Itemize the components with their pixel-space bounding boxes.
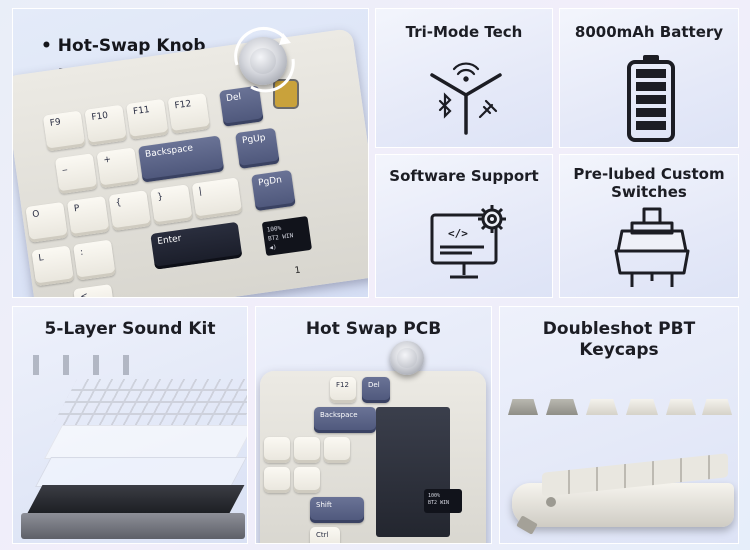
keyboard-side-view [512, 453, 734, 535]
switches-panel: Pre-lubed Custom Switches [559, 154, 739, 298]
switches-title-text: Pre-lubed Custom Switches [573, 165, 725, 201]
lcd-screen: 100% BT2 WIN ◀) [261, 216, 313, 257]
layer-plate-top [52, 379, 247, 425]
pcb-lcd-line-2: BT2 WIN [428, 500, 450, 506]
key-plus: + [96, 147, 140, 189]
layer-case [21, 513, 245, 539]
side-knob-dot [546, 497, 556, 507]
pcb-title: Hot Swap PCB [305, 319, 442, 339]
key-p: P [66, 196, 110, 237]
knob-lcd-panel: Hot-Swap Knob LCD Screen F9 F10 F11 F12 … [12, 8, 369, 298]
key-pgup: PgUp [235, 127, 280, 169]
stabilizer-bits [33, 355, 153, 375]
pcb-key-r3 [324, 437, 350, 463]
keycap-row [506, 399, 734, 419]
keyboard-body: F9 F10 F11 F12 Del _ + Backspace PgUp O … [13, 28, 368, 297]
battery-title: 8000mAh Battery [574, 23, 724, 41]
keycap-2 [546, 399, 578, 415]
battery-icon [627, 55, 675, 142]
pcb-knob [390, 341, 424, 375]
pcb-key-shift: Shift [310, 497, 364, 523]
key-colon: : [73, 239, 116, 281]
key-one-legend: 1 [294, 265, 302, 277]
monitor-gear-icon [430, 205, 506, 279]
pcb-panel: Hot Swap PCB F12 Del Backspace Shift Ctr… [255, 306, 492, 544]
code-glyph: </> [448, 227, 468, 240]
pbt-title: Doubleshot PBT Keycaps [500, 319, 738, 361]
key-bracket-close: } [150, 184, 193, 226]
key-bracket-open: { [108, 190, 152, 232]
sound-panel: 5-Layer Sound Kit [12, 306, 248, 544]
software-panel: Software Support </> [375, 154, 553, 298]
keycap-6 [702, 399, 732, 415]
key-pgdn: PgDn [251, 169, 296, 212]
key-f12: F12 [167, 93, 211, 134]
switch-icon [614, 207, 690, 287]
layer-foam-dark [27, 485, 245, 513]
pcb-keyboard-body: F12 Del Backspace Shift Ctrl 100% BT2 WI… [260, 371, 486, 543]
knob [239, 37, 287, 85]
key-f11: F11 [125, 98, 169, 140]
key-l: L [31, 245, 75, 287]
trimode-panel: Tri-Mode Tech [375, 8, 553, 148]
keycap-3 [586, 399, 618, 415]
switches-title: Pre-lubed Custom Switches [560, 165, 738, 201]
pbt-panel: Doubleshot PBT Keycaps [499, 306, 739, 544]
keycap-4 [626, 399, 658, 415]
battery-panel: 8000mAh Battery [559, 8, 739, 148]
key-lt: < [73, 284, 116, 297]
trimode-title: Tri-Mode Tech [405, 23, 523, 41]
keycap-5 [666, 399, 696, 415]
pcb-key-r4 [264, 467, 290, 493]
key-o: O [25, 201, 68, 243]
tri-mode-icon [430, 62, 502, 135]
key-minus: _ [54, 153, 98, 195]
pcb-key-r1 [264, 437, 290, 463]
pcb-lcd-line-1: 100% [428, 493, 441, 499]
key-pipe: | [191, 177, 243, 220]
sound-title: 5-Layer Sound Kit [44, 319, 216, 339]
pcb-board [376, 407, 450, 537]
pcb-lcd-screen: 100% BT2 WIN [424, 489, 462, 513]
bullet-hot-swap-knob: Hot-Swap Knob [41, 31, 206, 61]
pcb-key-f12: F12 [330, 377, 356, 403]
pcb-key-backspace: Backspace [314, 407, 376, 433]
key-enter: Enter [150, 221, 243, 270]
key-f9: F9 [42, 110, 86, 152]
key-f10: F10 [84, 104, 128, 146]
rotate-arrow-icon [234, 27, 295, 93]
layer-foam-1 [43, 425, 247, 459]
keycap-1 [508, 399, 538, 415]
pcb-key-ctrl: Ctrl [310, 527, 340, 543]
key-backspace: Backspace [138, 135, 225, 183]
pcb-key-del: Del [362, 377, 390, 403]
software-title: Software Support [389, 167, 539, 185]
pcb-key-r5 [294, 467, 320, 493]
pcb-key-r2 [294, 437, 320, 463]
pbt-title-text: Doubleshot PBT Keycaps [542, 319, 696, 360]
layer-foam-2 [35, 457, 247, 487]
